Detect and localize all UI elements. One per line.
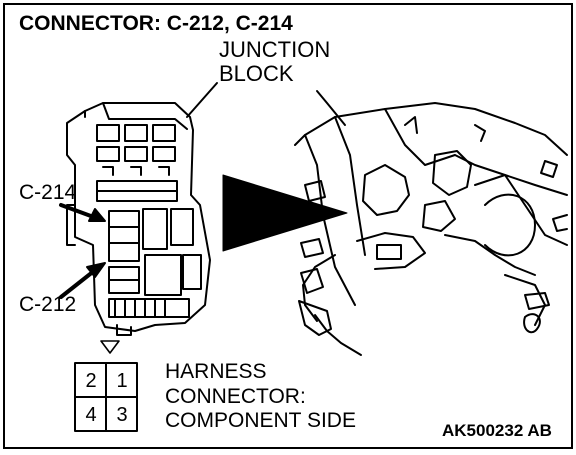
dashboard-illustration <box>294 90 568 356</box>
diagram-title: CONNECTOR: C-212, C-214 <box>19 12 293 35</box>
junction-block-label-line2: BLOCK <box>219 61 294 86</box>
pin-2: 2 <box>85 370 97 392</box>
harness-label-line2: CONNECTOR: <box>165 385 306 408</box>
harness-label-line1: HARNESS <box>165 360 267 383</box>
figure-code: AK500232 AB <box>442 421 552 440</box>
pin-4: 4 <box>85 404 97 426</box>
connector-label-c214: C-214 <box>19 181 77 204</box>
diagram-frame: CONNECTOR: C-212, C-214 JUNCTION BLOCK C… <box>3 3 573 449</box>
pin-1: 1 <box>116 370 128 392</box>
harness-label-line3: COMPONENT SIDE <box>165 409 356 432</box>
junction-block-illustration <box>66 102 211 336</box>
connector-label-c212: C-212 <box>19 293 77 316</box>
junction-block-label-line1: JUNCTION <box>219 37 331 62</box>
diagram-artwork <box>59 82 568 432</box>
pin-3: 3 <box>116 404 128 426</box>
pin-grid <box>74 340 138 432</box>
